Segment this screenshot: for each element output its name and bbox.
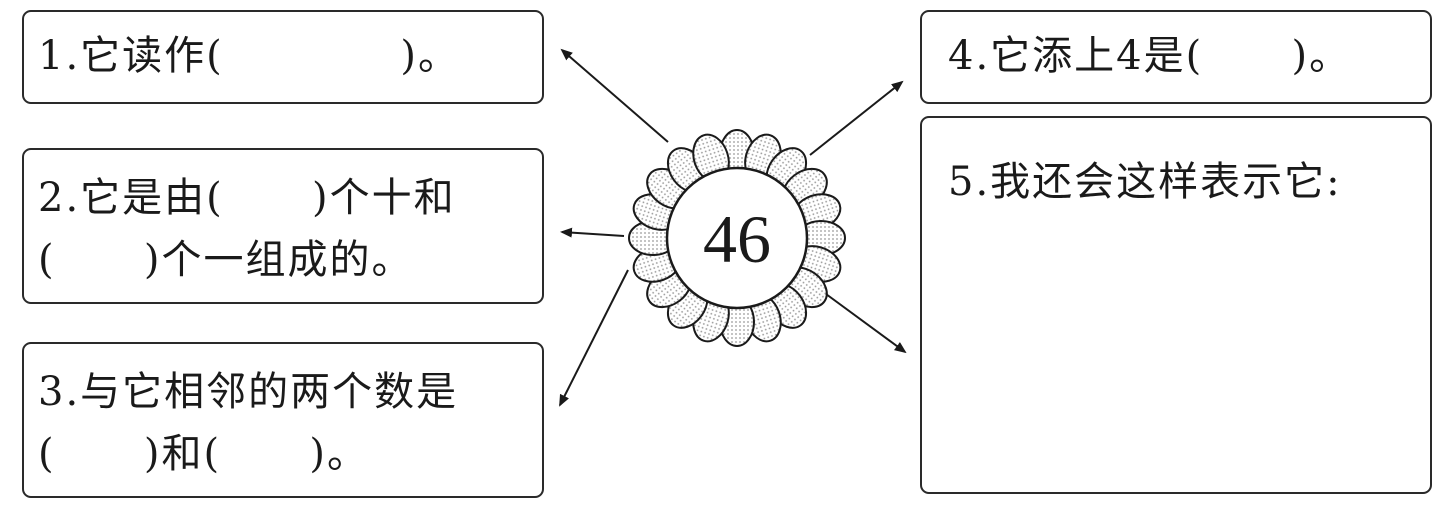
question-box-5: 5.我还会这样表示它: bbox=[920, 116, 1432, 494]
flower-center-circle bbox=[665, 166, 809, 310]
arrow-to-question-2 bbox=[560, 227, 625, 238]
question-box-3: 3.与它相邻的两个数是 ( )和( )。 bbox=[22, 342, 544, 498]
question-2-line-1: 2.它是由( )个十和 bbox=[38, 175, 456, 221]
center-number: 46 bbox=[703, 201, 771, 277]
arrow-to-question-4 bbox=[809, 80, 904, 156]
question-box-1: 1.它读作( )。 bbox=[22, 10, 544, 104]
question-3-line-2: ( )和( )。 bbox=[38, 431, 369, 477]
question-3-line-1: 3.与它相邻的两个数是 bbox=[38, 369, 459, 415]
question-2-line-2: ( )个一组成的。 bbox=[38, 237, 414, 283]
question-1-text: 1.它读作( )。 bbox=[38, 33, 460, 79]
arrow-to-question-3 bbox=[559, 269, 629, 407]
arrow-to-question-5 bbox=[825, 293, 907, 354]
question-box-2: 2.它是由( )个十和 ( )个一组成的。 bbox=[22, 148, 544, 304]
arrow-to-question-1 bbox=[560, 48, 669, 143]
question-box-4: 4.它添上4是( )。 bbox=[920, 10, 1432, 104]
question-5-text: 5.我还会这样表示它: bbox=[948, 159, 1342, 205]
question-4-text: 4.它添上4是( )。 bbox=[948, 33, 1352, 79]
